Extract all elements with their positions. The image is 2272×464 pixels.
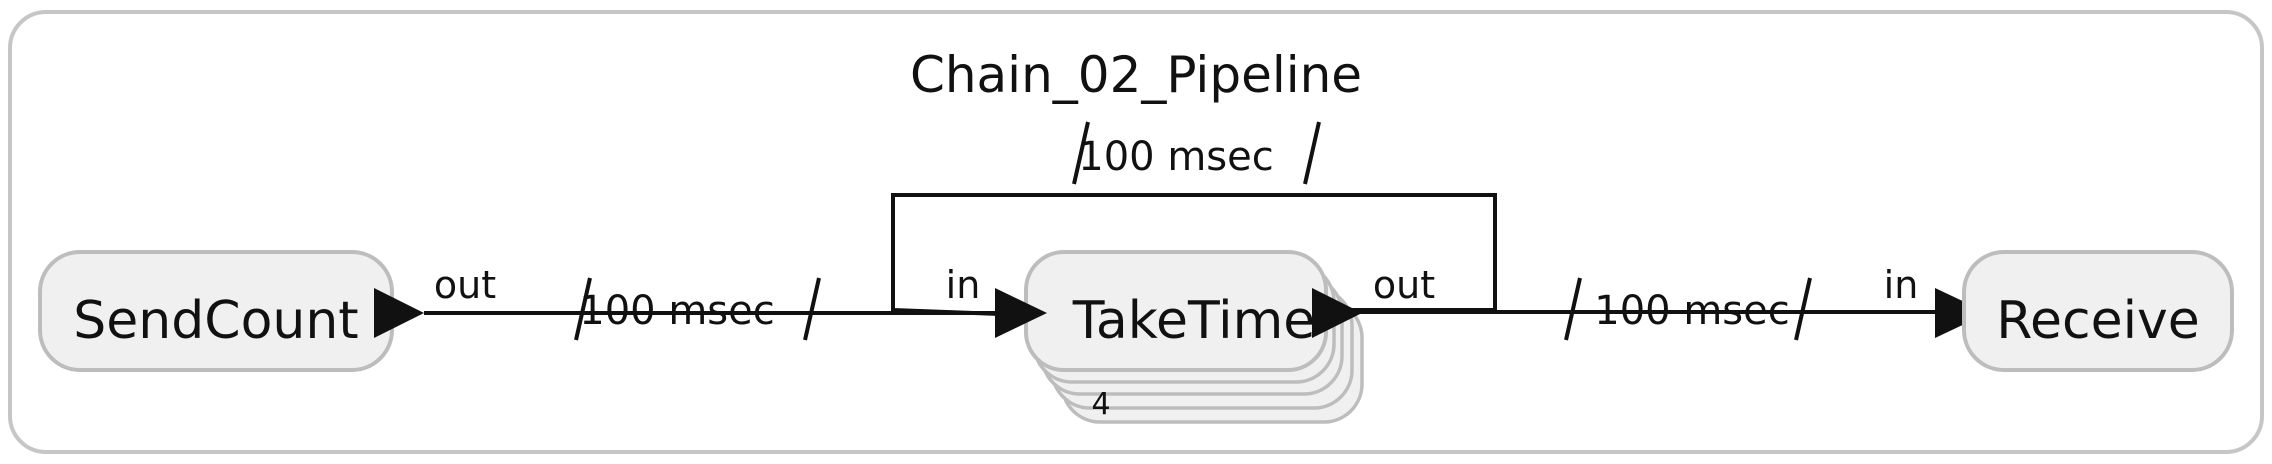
receive-node[interactable]: in Receive bbox=[1884, 250, 2234, 372]
send-delay-tick-left bbox=[574, 277, 592, 341]
sendcount-node[interactable]: SendCount out bbox=[38, 250, 496, 372]
receive-box[interactable] bbox=[1962, 250, 2234, 372]
feedback-delay-tick-left bbox=[1072, 121, 1090, 185]
pipeline-title: Chain_02_Pipeline bbox=[910, 46, 1362, 104]
receive-in-port-label: in bbox=[1884, 263, 1919, 307]
taketime-node[interactable]: TakeTime 4 in out bbox=[946, 250, 1435, 424]
taketime-in-port-icon[interactable] bbox=[995, 288, 1047, 338]
sendcount-out-port-label: out bbox=[434, 263, 496, 307]
taketime-instance-count: 4 bbox=[1091, 387, 1110, 422]
send-delay-tick-right bbox=[803, 277, 821, 341]
sendcount-label: SendCount bbox=[73, 291, 358, 351]
receive-delay-label: 100 msec bbox=[1594, 288, 1789, 334]
taketime-label: TakeTime bbox=[1072, 291, 1316, 351]
feedback-delay-tick-right bbox=[1303, 121, 1321, 185]
sendcount-out-port-icon[interactable] bbox=[374, 288, 424, 338]
receive-delay-tick-left bbox=[1564, 277, 1582, 341]
feedback-delay-label: 100 msec bbox=[1078, 134, 1273, 180]
pipeline-frame bbox=[8, 10, 2264, 454]
taketime-out-port-icon[interactable] bbox=[1312, 288, 1362, 338]
receive-in-port-icon[interactable] bbox=[1935, 288, 1988, 338]
taketime-out-port-label: out bbox=[1373, 263, 1435, 307]
receive-delay-tick-right bbox=[1794, 277, 1812, 341]
send-delay-label: 100 msec bbox=[579, 288, 774, 334]
receive-label: Receive bbox=[1996, 291, 2200, 351]
taketime-in-port-label: in bbox=[946, 263, 981, 307]
